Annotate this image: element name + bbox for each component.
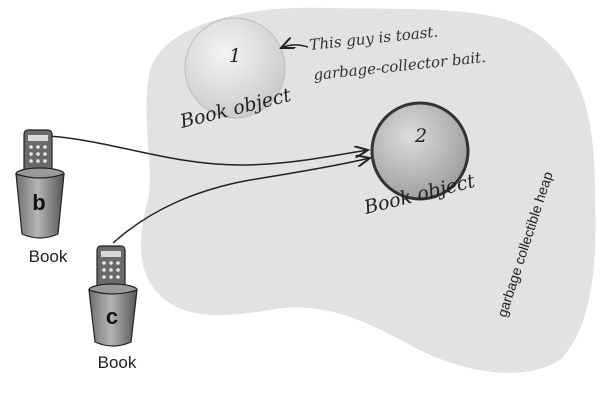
reference-c-name: c [106, 304, 118, 329]
object-2-number: 2 [414, 125, 427, 147]
object-2-sphere [370, 101, 470, 201]
reference-variable-c: c Book [88, 245, 138, 372]
annotation-arrow [281, 45, 309, 48]
reference-c-type: Book [98, 353, 137, 372]
reference-arrow-c [112, 158, 370, 244]
object-1-number: 1 [229, 45, 241, 67]
reference-arrow-b [47, 135, 368, 166]
reference-b-name: b [32, 190, 45, 215]
reference-variable-b: b Book [15, 129, 68, 266]
remote-control-in-cup-icon [15, 129, 65, 239]
object-1-sphere [184, 17, 286, 119]
reference-b-type: Book [29, 247, 68, 266]
remote-control-in-cup-icon [88, 245, 138, 347]
